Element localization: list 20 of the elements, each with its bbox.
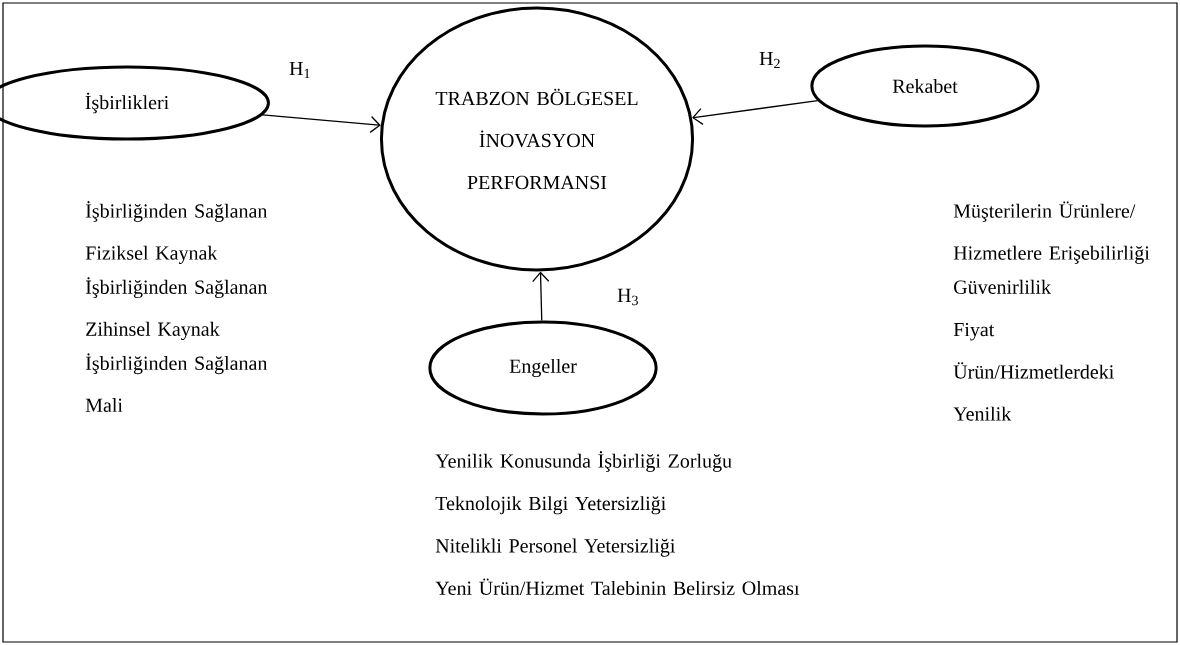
- list-item: İşbirliğinden Sağlanan Fiziksel Kaynak: [85, 201, 268, 264]
- list-item: Yenilik Konusunda İşbirliği Zorluğu: [435, 451, 732, 472]
- list-item: Yeni Ürün/Hizmet Talebinin Belirsiz Olması: [435, 578, 800, 595]
- list-item: İşbirliğinden Sağlanan Mali: [85, 353, 268, 412]
- edge-label: H$_{2}$: [759, 51, 780, 69]
- ellipse-node: TRABZON BÖLGESEL İNOVASYON PERFORMANSI: [379, 6, 695, 272]
- list-item: Güvenirlilik: [954, 279, 1051, 294]
- ellipse-node: Engeller: [428, 320, 658, 416]
- arrow: [692, 100, 819, 126]
- edge-label: H$_{3}$: [617, 288, 638, 306]
- list-item: Müşterilerin Ürünlere/ Hizmetlere Erişebilirliği: [953, 201, 1150, 264]
- list-item: İşbirliğinden Sağlanan Zihinsel Kaynak: [85, 277, 268, 341]
- ellipse-node: Rekabet: [810, 44, 1040, 128]
- list-item: Ürün/Hizmetlerdeki Yenilik: [953, 362, 1114, 421]
- edge-label: H$_{1}$: [289, 61, 310, 79]
- list-item: Teknolojik Bilgi Yetersizliği: [435, 496, 666, 515]
- list-item: Nitelikli Personel Yetersizliği: [435, 538, 676, 557]
- arrow: [261, 114, 381, 134]
- arrow: [532, 271, 550, 322]
- list-item: Fiyat: [953, 322, 995, 341]
